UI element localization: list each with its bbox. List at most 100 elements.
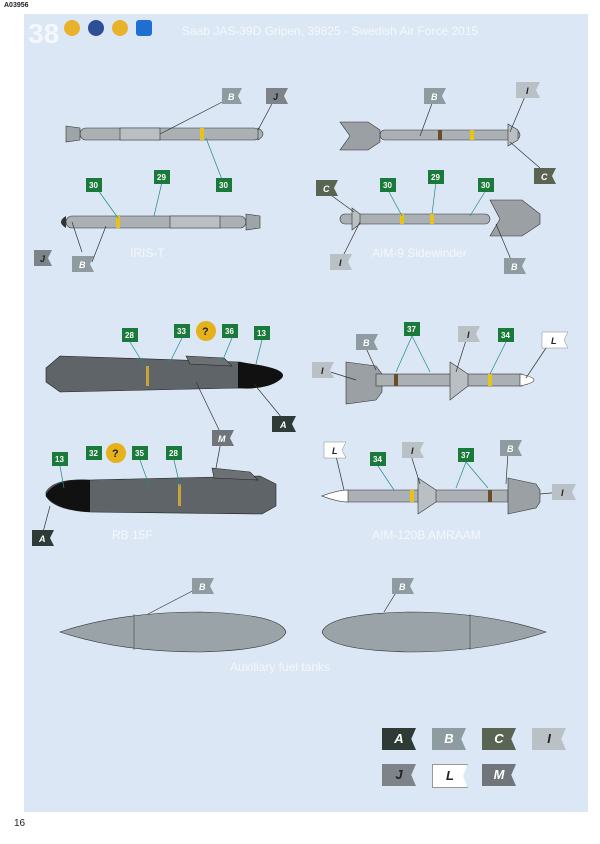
caption-sidewinder: AIM-9 Sidewinder (372, 246, 467, 260)
svg-text:29: 29 (157, 173, 166, 182)
paint-flag-a: A (272, 416, 296, 432)
paint-flag-b: B (222, 88, 242, 104)
svg-text:B: B (431, 92, 438, 102)
svg-text:34: 34 (373, 455, 382, 464)
svg-text:30: 30 (219, 181, 228, 190)
legend-flag-c: C (482, 728, 516, 750)
paint-flag-b: B (424, 88, 446, 104)
paint-flag-b: B (356, 334, 378, 350)
decal-marker: 32 (86, 446, 102, 460)
svg-text:M: M (218, 434, 226, 444)
decal-marker: 28 (166, 446, 182, 460)
svg-text:35: 35 (135, 449, 144, 458)
svg-text:37: 37 (461, 451, 470, 460)
legend-flag-i: I (532, 728, 566, 750)
document-code: A03956 (4, 2, 29, 9)
svg-text:B: B (399, 582, 406, 592)
step-number: 38 (28, 18, 60, 49)
paint-flag-i: I (402, 442, 424, 458)
svg-text:B: B (511, 262, 518, 272)
paint-flag-c: C (316, 180, 338, 196)
decal-marker: 30 (380, 178, 396, 192)
decal-marker: 30 (216, 178, 232, 192)
paint-flag-i: I (516, 82, 540, 98)
svg-text:A: A (38, 534, 46, 544)
svg-text:34: 34 (501, 331, 510, 340)
svg-text:J: J (273, 92, 279, 102)
legend-flag-a: A (382, 728, 416, 750)
amraam-missile-top (345, 361, 535, 405)
svg-text:30: 30 (89, 181, 98, 190)
caption-iris-t: IRIS-T (130, 246, 165, 260)
decal-marker: 34 (498, 328, 514, 342)
paint-flag-b: B (192, 578, 214, 594)
decal-marker: 28 (122, 328, 138, 342)
svg-text:C: C (323, 184, 330, 194)
paint-flag-c: C (534, 168, 556, 184)
rb15f-missile-bottom (45, 467, 277, 515)
decal-marker: 13 (52, 452, 68, 466)
rb15f-missile-top (45, 355, 284, 393)
svg-text:L: L (332, 446, 338, 456)
svg-text:I: I (526, 86, 529, 96)
svg-text:29: 29 (431, 173, 440, 182)
svg-text:B: B (363, 338, 370, 348)
decal-marker: 37 (458, 448, 474, 462)
paint-flag-l: L (323, 441, 347, 459)
svg-text:37: 37 (407, 325, 416, 334)
svg-text:?: ? (112, 448, 119, 460)
paint-flag-i: I (458, 326, 480, 342)
iris-t-missile-top (65, 125, 264, 143)
decal-marker: 37 (404, 322, 420, 336)
star-icon (112, 20, 128, 36)
svg-text:36: 36 (225, 327, 234, 336)
paint-flag-b: B (504, 258, 526, 274)
page-number: 16 (14, 818, 26, 829)
svg-text:I: I (411, 446, 414, 456)
step-header: Saab JAS-39D Gripen, 39825 - Swedish Air… (182, 24, 479, 38)
caption-fuel-tanks: Auxiliary fuel tanks (230, 660, 331, 674)
paint-flag-i: I (330, 254, 352, 270)
svg-text:I: I (339, 258, 342, 268)
decal-marker: 13 (254, 326, 270, 340)
svg-text:28: 28 (125, 331, 134, 340)
iris-t-missile-bottom (61, 213, 261, 231)
svg-text:28: 28 (169, 449, 178, 458)
svg-text:J: J (40, 254, 46, 264)
svg-text:A: A (279, 420, 287, 430)
decal-marker: 30 (86, 178, 102, 192)
svg-text:B: B (199, 582, 206, 592)
paint-flag-j: J (266, 88, 288, 104)
question-mark-icon: ? (196, 321, 216, 341)
svg-text:I: I (561, 488, 564, 498)
legend-flag-b: B (432, 728, 466, 750)
paint-flag-b: B (392, 578, 414, 594)
decal-marker: 29 (154, 170, 170, 184)
knife-icon (64, 20, 80, 36)
caption-rb15f: RB 15F (112, 528, 153, 542)
decal-marker: 34 (370, 452, 386, 466)
legend-flag-j: J (382, 764, 416, 786)
svg-text:I: I (467, 330, 470, 340)
decal-marker: 30 (478, 178, 494, 192)
svg-text:B: B (79, 260, 86, 270)
paint-flag-b: B (72, 256, 94, 272)
decal-marker: 33 (174, 324, 190, 338)
paint-flag-b: B (500, 440, 522, 456)
question-mark-icon: ? (106, 443, 126, 463)
instruction-panel (24, 14, 588, 812)
glue-icon (136, 20, 152, 36)
legend-flag-m: M (482, 764, 516, 786)
amraam-missile-bottom (321, 477, 541, 515)
svg-text:B: B (228, 92, 235, 102)
paint-flag-a: A (32, 530, 54, 546)
decal-marker: 35 (132, 446, 148, 460)
paint-flag-j: J (34, 250, 52, 266)
svg-text:32: 32 (89, 449, 98, 458)
sidewinder-missile-top (339, 121, 521, 151)
paint-flag-m: M (212, 430, 234, 446)
caption-amraam: AIM-120B AMRAAM (372, 528, 481, 542)
